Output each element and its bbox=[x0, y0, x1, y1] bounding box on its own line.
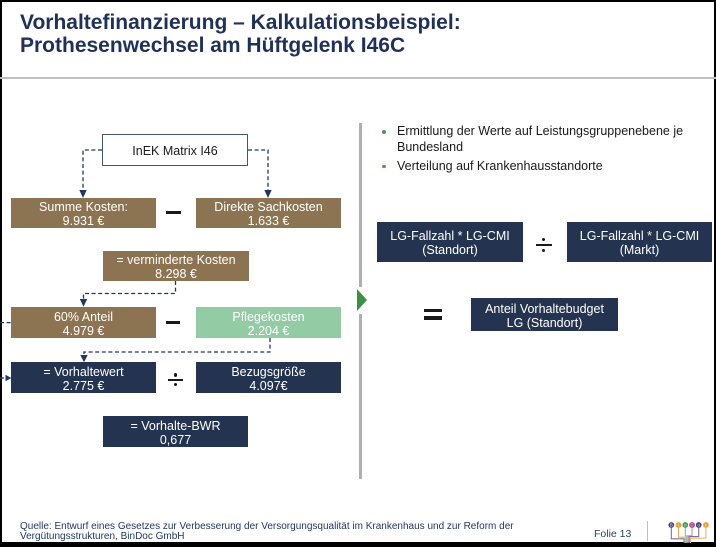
svg-text:n: n bbox=[684, 523, 687, 528]
svg-text:i: i bbox=[678, 523, 679, 528]
svg-text:o: o bbox=[697, 523, 700, 528]
svg-text:B: B bbox=[670, 523, 673, 528]
svg-text:c: c bbox=[705, 523, 708, 528]
svg-text:D: D bbox=[690, 523, 693, 528]
